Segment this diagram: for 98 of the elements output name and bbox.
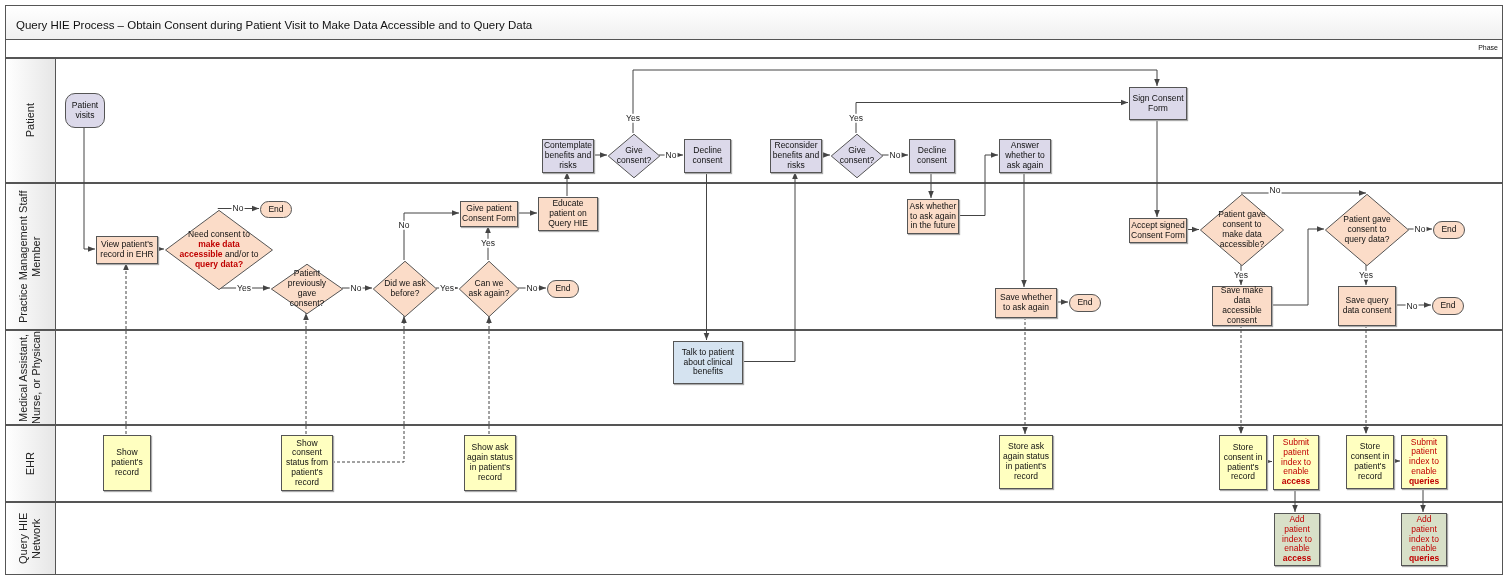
decision-diamond: Can we ask again? xyxy=(459,261,519,317)
process-box: Add patient index to enable access xyxy=(1274,513,1320,566)
edge-label: Yes xyxy=(439,283,455,293)
edge-label: No xyxy=(888,150,902,160)
edge-label: No xyxy=(525,283,539,293)
swimlane xyxy=(5,330,1503,425)
process-box: Save make data accessible consent xyxy=(1212,286,1272,326)
decision-diamond: Patient gave consent to query data? xyxy=(1325,194,1409,266)
dashed-arrow xyxy=(331,315,407,463)
process-box: Sign Consent Form xyxy=(1129,87,1187,120)
swimlane xyxy=(5,58,1503,183)
arrow xyxy=(1292,488,1298,513)
lane-label: Patient xyxy=(23,103,37,138)
decision-diamond: Did we ask before? xyxy=(373,261,437,317)
edge-label: Yes xyxy=(848,113,864,123)
edge-label: No xyxy=(1268,185,1282,195)
process-box: Educate patient on Query HIE xyxy=(538,197,598,231)
arrow xyxy=(928,171,934,199)
process-box: Save query data consent xyxy=(1338,286,1396,326)
lane-label: Practice Management Staff Member xyxy=(17,189,44,325)
arrow xyxy=(1270,226,1325,306)
process-box: Talk to patient about clinical benefits xyxy=(673,341,743,384)
process-box: Submit patient index to enable queries xyxy=(1401,435,1447,489)
terminator-shape: Patient visits xyxy=(65,93,105,128)
arrow xyxy=(1420,487,1426,513)
arrow xyxy=(1185,226,1200,233)
arrow xyxy=(156,246,165,252)
arrow xyxy=(564,171,570,197)
arrow xyxy=(592,152,608,158)
arrow xyxy=(517,285,547,291)
arrow xyxy=(1265,458,1273,465)
arrow xyxy=(403,210,460,261)
arrow xyxy=(1154,118,1160,218)
process-box: Accept signed Consent Form xyxy=(1129,218,1187,243)
diagram-title: Query HIE Process – Obtain Consent during Patient Visit to Make Data Accessible and to Query Data xyxy=(16,19,533,31)
terminator-shape: End xyxy=(1432,297,1464,315)
arrow xyxy=(1240,190,1367,196)
terminator-shape: End xyxy=(1433,221,1465,239)
process-box: Decline consent xyxy=(684,139,731,173)
swimlane xyxy=(5,502,1503,575)
arrow xyxy=(435,285,459,291)
terminator-shape: End xyxy=(1069,294,1101,312)
decision-diamond: Give consent? xyxy=(608,134,660,178)
process-box: Save whether to ask again xyxy=(995,288,1057,318)
process-box: Ask whether to ask again in the future xyxy=(907,199,959,234)
arrow xyxy=(217,205,260,212)
arrow xyxy=(703,171,710,341)
lane-label: Medical Assistant, Nurse, or Physican xyxy=(17,331,44,424)
edge-label: Yes xyxy=(625,113,641,123)
arrow xyxy=(1055,299,1069,305)
edge-label: No xyxy=(349,283,363,293)
arrow xyxy=(1021,171,1027,288)
edge-label: No xyxy=(1413,224,1427,234)
edge-label: Yes xyxy=(236,283,252,293)
process-box: Contemplate benefits and risks xyxy=(542,139,594,173)
edge-label: Yes xyxy=(1233,270,1249,280)
decision-diamond: Give consent? xyxy=(831,134,883,178)
process-box: View patient's record in EHR xyxy=(96,236,158,264)
terminator-shape: End xyxy=(260,201,292,218)
process-box: Reconsider benefits and risks xyxy=(770,139,822,173)
swimlane xyxy=(5,183,1503,330)
dashed-arrow xyxy=(486,315,492,435)
edge-label: No xyxy=(664,150,678,160)
dashed-arrow xyxy=(1022,316,1028,435)
dashed-arrow xyxy=(303,312,309,435)
arrow xyxy=(820,152,831,158)
dashed-arrow xyxy=(1238,324,1244,435)
process-box: Show ask again status in patient's record xyxy=(464,435,516,491)
arrow xyxy=(83,126,96,252)
process-box: Store ask again status in patient's record xyxy=(999,435,1053,489)
process-box: Store consent in patient's record xyxy=(1219,435,1267,490)
arrow xyxy=(957,152,999,216)
edge-label: No xyxy=(1405,301,1419,311)
edge-label: No xyxy=(231,203,245,213)
process-box: Show consent status from patient's record xyxy=(281,435,333,491)
process-box: Give patient Consent Form xyxy=(460,201,518,227)
decision-diamond: Patient previously gave consent? xyxy=(271,264,343,314)
arrow xyxy=(1392,458,1401,464)
arrow xyxy=(632,69,1160,134)
process-box: Submit patient index to enable access xyxy=(1273,435,1319,490)
process-box: Show patient's record xyxy=(103,435,151,491)
terminator-shape: End xyxy=(547,280,579,298)
edge-label: No xyxy=(397,220,411,230)
dashed-arrow xyxy=(1363,324,1369,435)
lane-label: EHR xyxy=(23,451,37,476)
process-box: Answer whether to ask again xyxy=(999,139,1051,173)
dashed-arrow xyxy=(123,262,129,435)
arrow xyxy=(741,171,798,362)
lane-label: Query HIE Network xyxy=(17,511,44,567)
process-box: Decline consent xyxy=(909,139,955,173)
swimlane xyxy=(5,425,1503,502)
arrow xyxy=(855,99,1129,134)
arrow xyxy=(516,210,538,216)
edge-label: Yes xyxy=(1358,270,1374,280)
process-box: Store consent in patient's record xyxy=(1346,435,1394,489)
edge-label: Yes xyxy=(480,238,496,248)
process-box: Add patient index to enable queries xyxy=(1401,513,1447,566)
decision-diamond: Patient gave consent to make data accessible? xyxy=(1200,194,1284,266)
